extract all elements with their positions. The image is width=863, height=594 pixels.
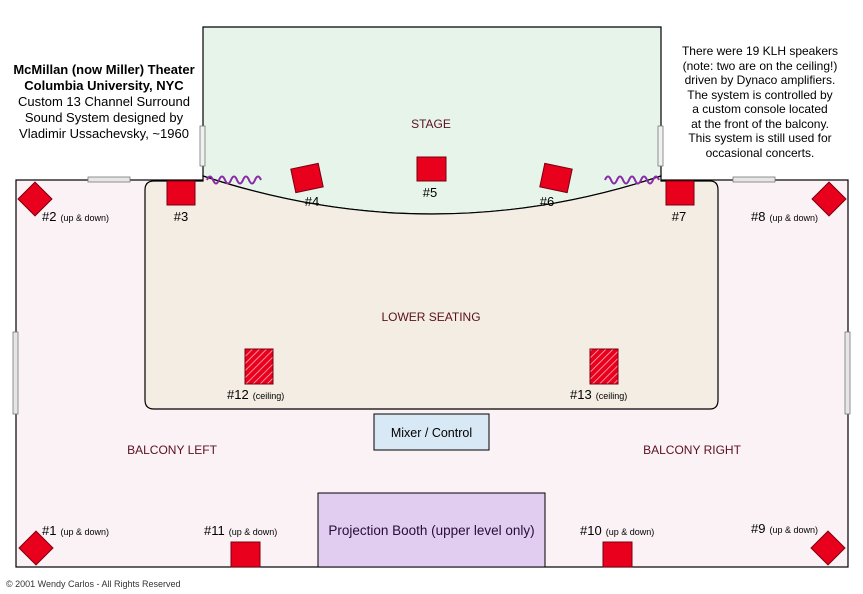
coil-right [604, 175, 660, 185]
note-line-6: at the front of the balcony. [691, 116, 829, 131]
balcony-left-label: BALCONY LEFT [127, 443, 217, 457]
speaker-5-label: #5 [423, 185, 437, 200]
note-line-4: The system is controlled by [687, 87, 833, 102]
balcony-right-label: BALCONY RIGHT [643, 443, 741, 457]
speaker-6-label: #6 [540, 194, 554, 209]
projection-booth-box [317, 492, 546, 568]
title-line-1: McMillan (now Miller) Theater [13, 62, 195, 77]
note-line-5: a custom console located [692, 102, 828, 116]
speaker-11-icon [230, 541, 261, 568]
speaker-2-icon [17, 181, 53, 217]
mixer-control-label: Mixer / Control [391, 426, 472, 440]
speaker-5-icon [416, 156, 447, 182]
speaker-9-label: #9(up & down) [751, 521, 818, 536]
speaker-12-label: #12(ceiling) [227, 387, 284, 402]
note-line-1: There were 19 KLH speakers [681, 44, 839, 58]
note-line-2: (note: two are on the ceiling!) [682, 58, 838, 73]
speaker-13-icon [589, 348, 619, 385]
title-line-5: Vladimir Ussachevsky, ~1960 [19, 126, 189, 141]
note-block: There were 19 KLH speakers (note: two ar… [664, 44, 856, 160]
speaker-8-icon [811, 181, 847, 217]
speaker-3-label: #3 [174, 209, 188, 224]
lower-seating-area [144, 175, 719, 410]
speaker-13-label: #13(ceiling) [570, 387, 627, 402]
wall-door-top-right [732, 176, 776, 183]
speaker-8-label: #8(up & down) [751, 209, 818, 224]
note-line-8: occasional concerts. [705, 145, 815, 160]
lower-seating-label: LOWER SEATING [381, 310, 480, 324]
title-line-2: Columbia University, NYC [24, 78, 184, 93]
speaker-10-label: #10(up & down) [580, 523, 654, 538]
wall-door-top-left [87, 176, 131, 183]
speaker-7-icon [665, 180, 695, 206]
title-line-4: Sound System designed by [24, 110, 184, 125]
speaker-1-label: #1(up & down) [42, 523, 109, 538]
mixer-control-box [373, 413, 490, 451]
speaker-2-label: #2(up & down) [42, 209, 109, 224]
title-line-3: Custom 13 Channel Surround [18, 94, 190, 109]
coil-left [206, 175, 262, 185]
copyright-text: © 2001 Wendy Carlos - All Rights Reserve… [6, 579, 181, 589]
projection-booth-label: Projection Booth (upper level only) [328, 523, 534, 538]
speaker-3-icon [166, 180, 196, 206]
wall-door-right [844, 331, 851, 415]
note-line-7: This system is still used for [688, 131, 832, 145]
stage-wing-right [657, 125, 664, 167]
speaker-4-label: #4 [305, 194, 319, 209]
stage-wing-left [199, 125, 206, 167]
speaker-4-icon [290, 162, 324, 194]
wall-door-left [12, 331, 19, 415]
speaker-12-icon [244, 348, 274, 385]
speaker-1-icon [18, 530, 54, 566]
stage-label: STAGE [411, 117, 451, 131]
speaker-9-icon [810, 530, 846, 566]
note-line-3: driven by Dynaco amplifiers. [684, 73, 836, 87]
speaker-7-label: #7 [672, 209, 686, 224]
title-block: McMillan (now Miller) Theater Columbia U… [6, 62, 202, 142]
speaker-11-label: #11(up & down) [204, 523, 277, 538]
speaker-6-icon [539, 162, 573, 194]
speaker-10-icon [602, 541, 633, 568]
